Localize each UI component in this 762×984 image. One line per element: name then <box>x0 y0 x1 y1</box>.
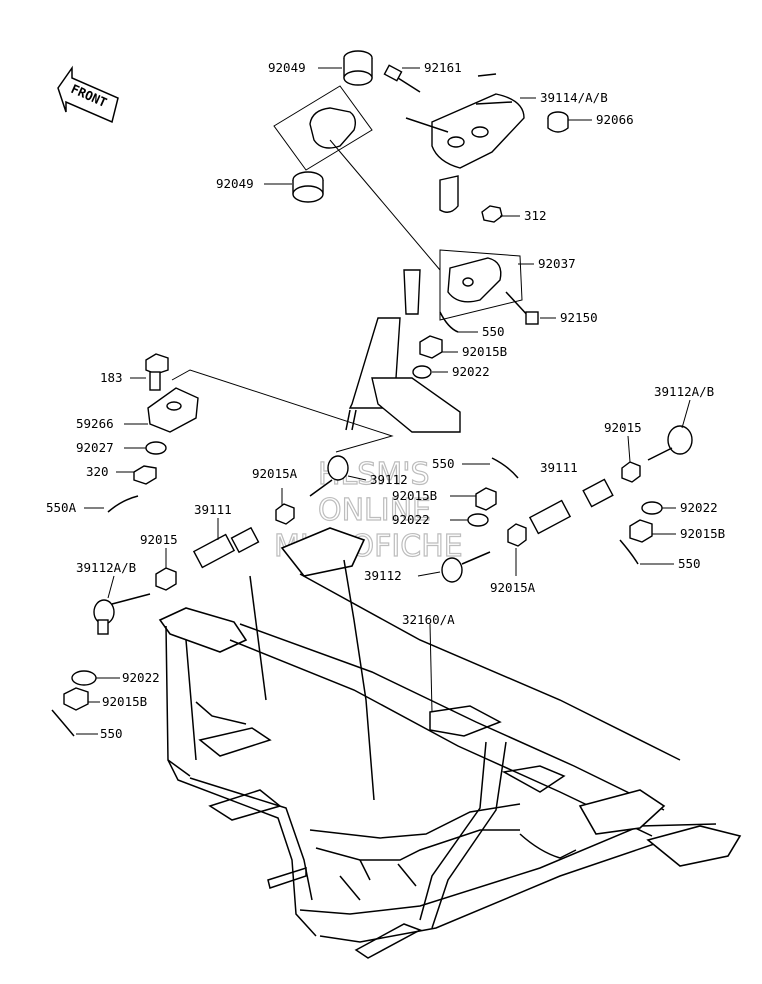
callout-32160: 32160/A <box>402 612 455 627</box>
right-side-parts <box>619 425 693 565</box>
callout-92049-lower: 92049 <box>216 176 254 191</box>
callout-92015A-right: 92015A <box>490 580 536 595</box>
callout-92015B-right: 92015B <box>680 526 725 541</box>
exploded-leaders <box>171 85 523 453</box>
callout-92015B-upper: 92015B <box>462 344 507 359</box>
callout-183: 183 <box>100 370 123 385</box>
callout-92027: 92027 <box>76 440 114 455</box>
callout-92015A-left: 92015A <box>252 466 298 481</box>
callout-550-upper: 550 <box>482 324 505 339</box>
callout-92022-upper: 92022 <box>452 364 490 379</box>
callout-labels: 92049 92161 39114/A/B 92066 92049 312 92… <box>46 60 725 741</box>
callout-92015B-lower-left: 92015B <box>102 694 147 709</box>
callout-39112AB-right: 39112A/B <box>654 384 714 399</box>
main-frame <box>158 527 742 959</box>
callout-320: 320 <box>86 464 109 479</box>
callout-92015B-center: 92015B <box>392 488 437 503</box>
callout-550A: 550A <box>46 500 77 515</box>
watermark-line-2: ONLINE <box>318 493 431 528</box>
callout-312: 312 <box>524 208 547 223</box>
left-side-parts <box>51 353 199 737</box>
callout-59266: 59266 <box>76 416 114 431</box>
callout-39111-left: 39111 <box>194 502 232 517</box>
callout-92015-right: 92015 <box>604 420 642 435</box>
callout-92022-lower-left: 92022 <box>122 670 160 685</box>
tie-rods-center <box>192 455 614 583</box>
callout-92066: 92066 <box>596 112 634 127</box>
callout-550-center: 550 <box>432 456 455 471</box>
callout-39114: 39114/A/B <box>540 90 608 105</box>
callout-92161: 92161 <box>424 60 462 75</box>
callout-39112AB-left: 39112A/B <box>76 560 136 575</box>
callout-92037: 92037 <box>538 256 576 271</box>
callout-92049-top: 92049 <box>268 60 306 75</box>
callout-39111-right: 39111 <box>540 460 578 475</box>
callout-92150: 92150 <box>560 310 598 325</box>
front-arrow-icon: FRONT <box>57 65 119 124</box>
callout-550-right: 550 <box>678 556 701 571</box>
callout-leaders <box>76 67 691 735</box>
callout-92015-left: 92015 <box>140 532 178 547</box>
callout-92022-right: 92022 <box>680 500 718 515</box>
callout-39112-center: 39112 <box>370 472 408 487</box>
callout-92022-center: 92022 <box>392 512 430 527</box>
callout-550-lower-left: 550 <box>100 726 123 741</box>
steering-parts-upper <box>292 50 569 433</box>
callout-39112-right: 39112 <box>364 568 402 583</box>
